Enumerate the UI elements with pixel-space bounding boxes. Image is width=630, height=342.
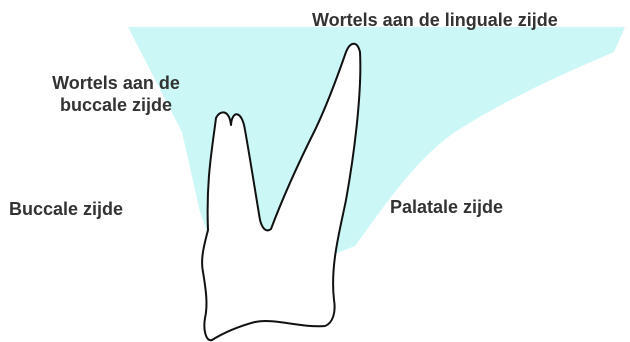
buccal-roots-label: Wortels aan de buccale zijde — [28, 72, 204, 116]
lingual-roots-label: Wortels aan de linguale zijde — [312, 9, 558, 31]
buccal-side-label: Buccale zijde — [9, 198, 123, 220]
bone-region — [128, 27, 625, 255]
buccal-roots-label-line1: Wortels aan de — [28, 72, 204, 94]
palatal-side-label: Palatale zijde — [390, 196, 503, 218]
buccal-roots-label-line2: buccale zijde — [28, 94, 204, 116]
